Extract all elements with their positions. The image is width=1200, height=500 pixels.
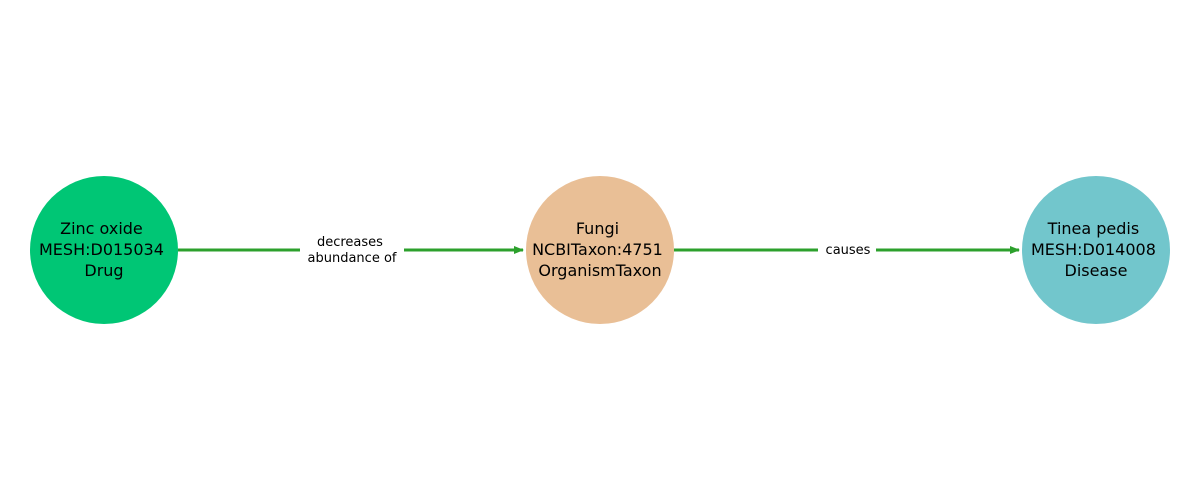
node-fungi[interactable]: Fungi NCBITaxon:4751 OrganismTaxon — [526, 176, 674, 324]
node-tinea-pedis[interactable]: Tinea pedis MESH:D014008 Disease — [1022, 176, 1170, 324]
node-circle-tinea-pedis — [1022, 176, 1170, 324]
edge-label-bg-decreases-abundance-of — [300, 233, 404, 267]
node-label-fungi: Fungi NCBITaxon:4751 OrganismTaxon — [532, 219, 668, 280]
node-label-zinc-oxide: Zinc oxide MESH:D015034 Drug — [39, 219, 169, 280]
node-zinc-oxide[interactable]: Zinc oxide MESH:D015034 Drug — [30, 176, 178, 324]
edge-label-causes: causes — [826, 243, 871, 258]
edge-label-decreases-abundance-of: decreases abundance of — [308, 235, 397, 266]
node-circle-fungi — [526, 176, 674, 324]
nodes-layer: Zinc oxide MESH:D015034 Drug Fungi NCBIT… — [30, 176, 1170, 324]
node-circle-zinc-oxide — [30, 176, 178, 324]
node-label-tinea-pedis: Tinea pedis MESH:D014008 Disease — [1031, 219, 1161, 280]
edge-label-bg-causes — [818, 240, 876, 260]
edges-layer: decreases abundance of causes — [178, 233, 1020, 267]
